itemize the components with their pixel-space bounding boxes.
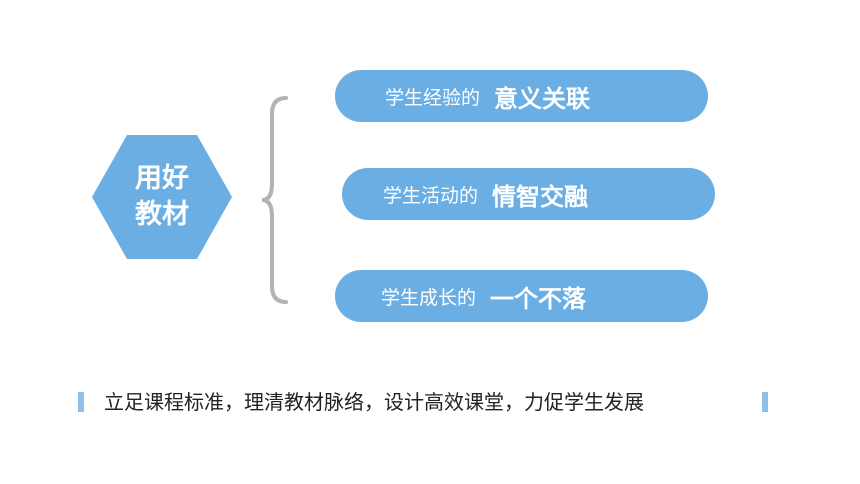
footer-text: 立足课程标准，理清教材脉络，设计高效课堂，力促学生发展 [104,390,644,414]
center-title-line1: 用好 [135,163,189,194]
item-emphasis: 一个不落 [490,284,587,313]
footer-bar-left [78,392,84,412]
item-emphasis: 情智交融 [492,182,589,211]
item-emphasis: 意义关联 [494,84,591,113]
item-pill-3: 学生成长的 一个不落 [335,270,708,322]
item-prefix: 学生经验的 [385,86,481,109]
curly-brace [261,96,288,304]
center-hexagon: 用好 教材 [92,135,232,259]
item-pill-2: 学生活动的 情智交融 [342,168,715,220]
item-prefix: 学生活动的 [383,184,479,207]
footer-banner: 立足课程标准，理清教材脉络，设计高效课堂，力促学生发展 [78,383,778,421]
footer-bar-right [762,392,768,412]
item-pill-1: 学生经验的 意义关联 [335,70,708,122]
center-title-line2: 教材 [135,199,189,230]
item-prefix: 学生成长的 [381,286,477,309]
